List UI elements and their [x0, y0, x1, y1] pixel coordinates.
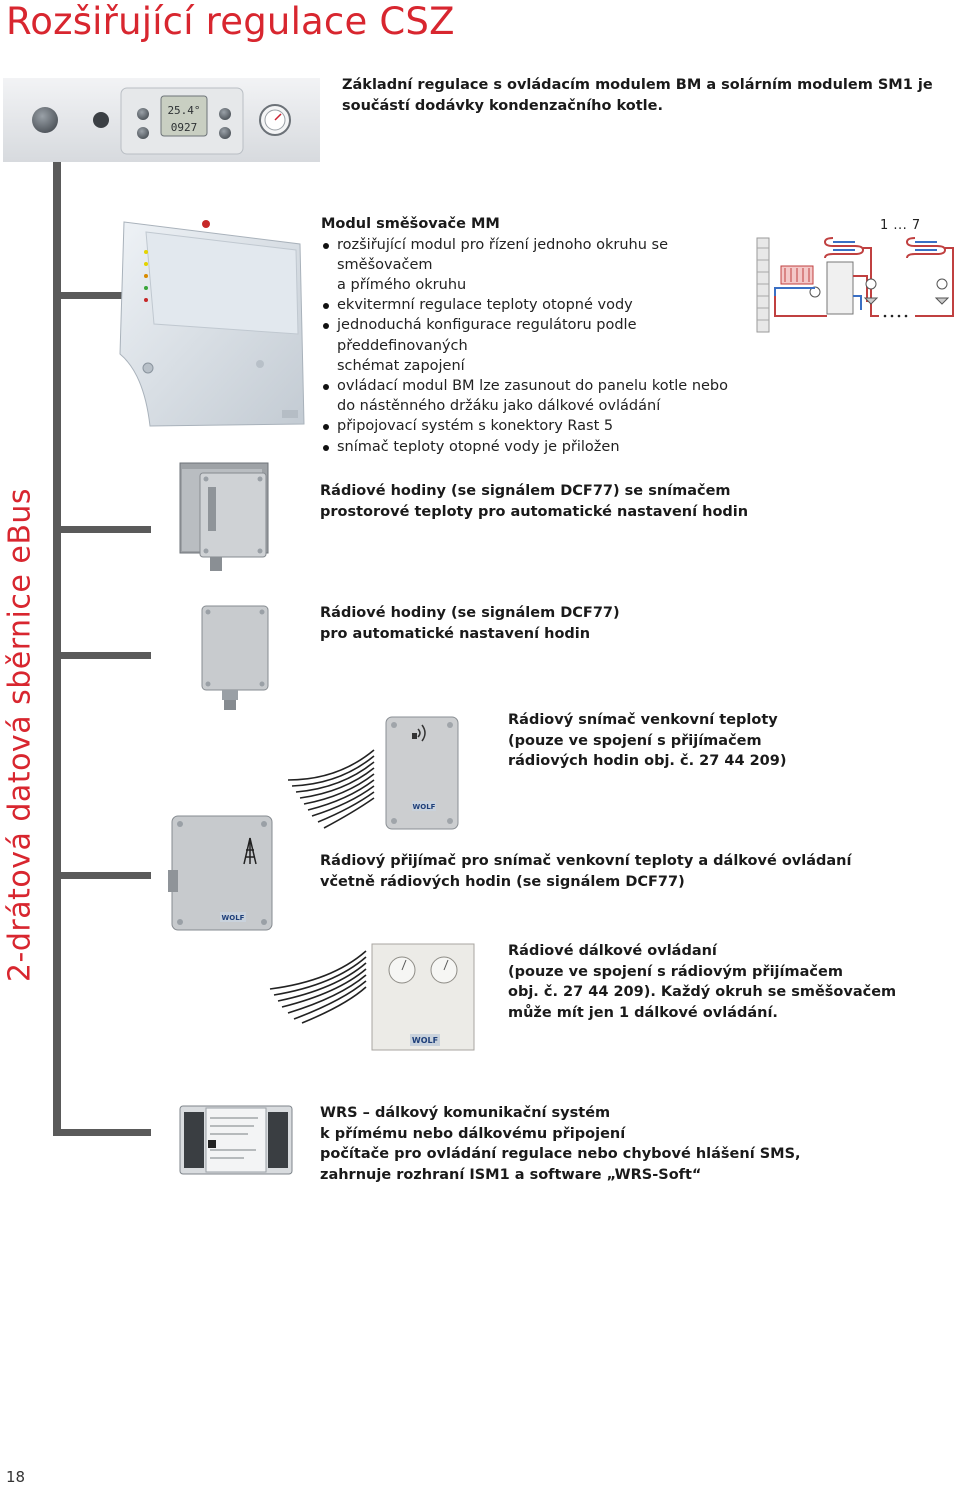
- feature-item: snímač teploty otopné vody je přiložen: [321, 437, 741, 457]
- mixer-module-section: Modul směšovače MM rozšiřující modul pro…: [321, 214, 741, 457]
- radio-clock-image: [198, 604, 272, 712]
- bus-branch-clock-sensor: [53, 526, 151, 533]
- svg-text:25.4°: 25.4°: [167, 104, 200, 117]
- bus-branch-clock: [53, 652, 151, 659]
- feature-item: rozšiřující modul pro řízení jednoho okr…: [321, 235, 741, 296]
- radio-waves-graphic: [278, 740, 378, 830]
- intro-text: Základní regulace s ovládacím modulem BM…: [342, 77, 933, 114]
- page-number: 18: [6, 1468, 26, 1486]
- hydraulic-schematic-diagram: [755, 226, 958, 338]
- bus-branch-wrs: [53, 1129, 151, 1136]
- remote-control-text: Rádiové dálkové ovládaní (pouze ve spoje…: [508, 943, 897, 1021]
- feature-item: připojovací systém s konektory Rast 5: [321, 416, 741, 436]
- radio-clock-sensor-text: Rádiové hodiny (se signálem DCF77) se sn…: [320, 483, 749, 520]
- radio-receiver-image: WOLF: [168, 812, 278, 934]
- svg-text:WOLF: WOLF: [413, 803, 436, 811]
- bus-branch-receiver: [53, 872, 151, 879]
- svg-text:WOLF: WOLF: [222, 914, 245, 922]
- outdoor-sensor-text: Rádiový snímač venkovní teploty (pouze v…: [508, 712, 787, 769]
- circuit-count-label: 1 ... 7: [880, 218, 921, 233]
- radio-remote-control-image: WOLF: [370, 940, 478, 1052]
- mixer-module-features: rozšiřující modul pro řízení jednoho okr…: [321, 235, 741, 457]
- page-title: Rozšiřující regulace CSZ: [6, 0, 455, 43]
- feature-item: ekvitermní regulace teploty otopné vody: [321, 295, 741, 315]
- radio-clock-text: Rádiové hodiny (se signálem DCF77) pro a…: [320, 605, 620, 642]
- feature-item: jednoduchá konfigurace regulátoru podle …: [321, 315, 741, 376]
- radio-waves-graphic: [262, 945, 372, 1025]
- outdoor-radio-sensor-image: WOLF: [382, 713, 462, 833]
- radio-clock-room-sensor-image: [178, 459, 272, 575]
- svg-text:0927: 0927: [171, 121, 198, 134]
- boiler-control-panel-image: 25.4° 0927: [3, 78, 320, 162]
- bus-label: 2-drátová datová sběrnice eBus: [2, 487, 38, 983]
- feature-item: ovládací modul BM lze zasunout do panelu…: [321, 376, 741, 416]
- svg-text:WOLF: WOLF: [412, 1036, 438, 1045]
- mixer-module-image: [110, 214, 306, 430]
- bus-branch-mm: [53, 292, 151, 299]
- receiver-text: Rádiový přijímač pro snímač venkovní tep…: [320, 853, 852, 890]
- wrs-ism1-module-image: [178, 1104, 294, 1176]
- mixer-module-heading: Modul směšovače MM: [321, 216, 500, 232]
- wrs-text: WRS – dálkový komunikační systém k přímé…: [320, 1105, 801, 1183]
- bus-trunk: [53, 162, 61, 1135]
